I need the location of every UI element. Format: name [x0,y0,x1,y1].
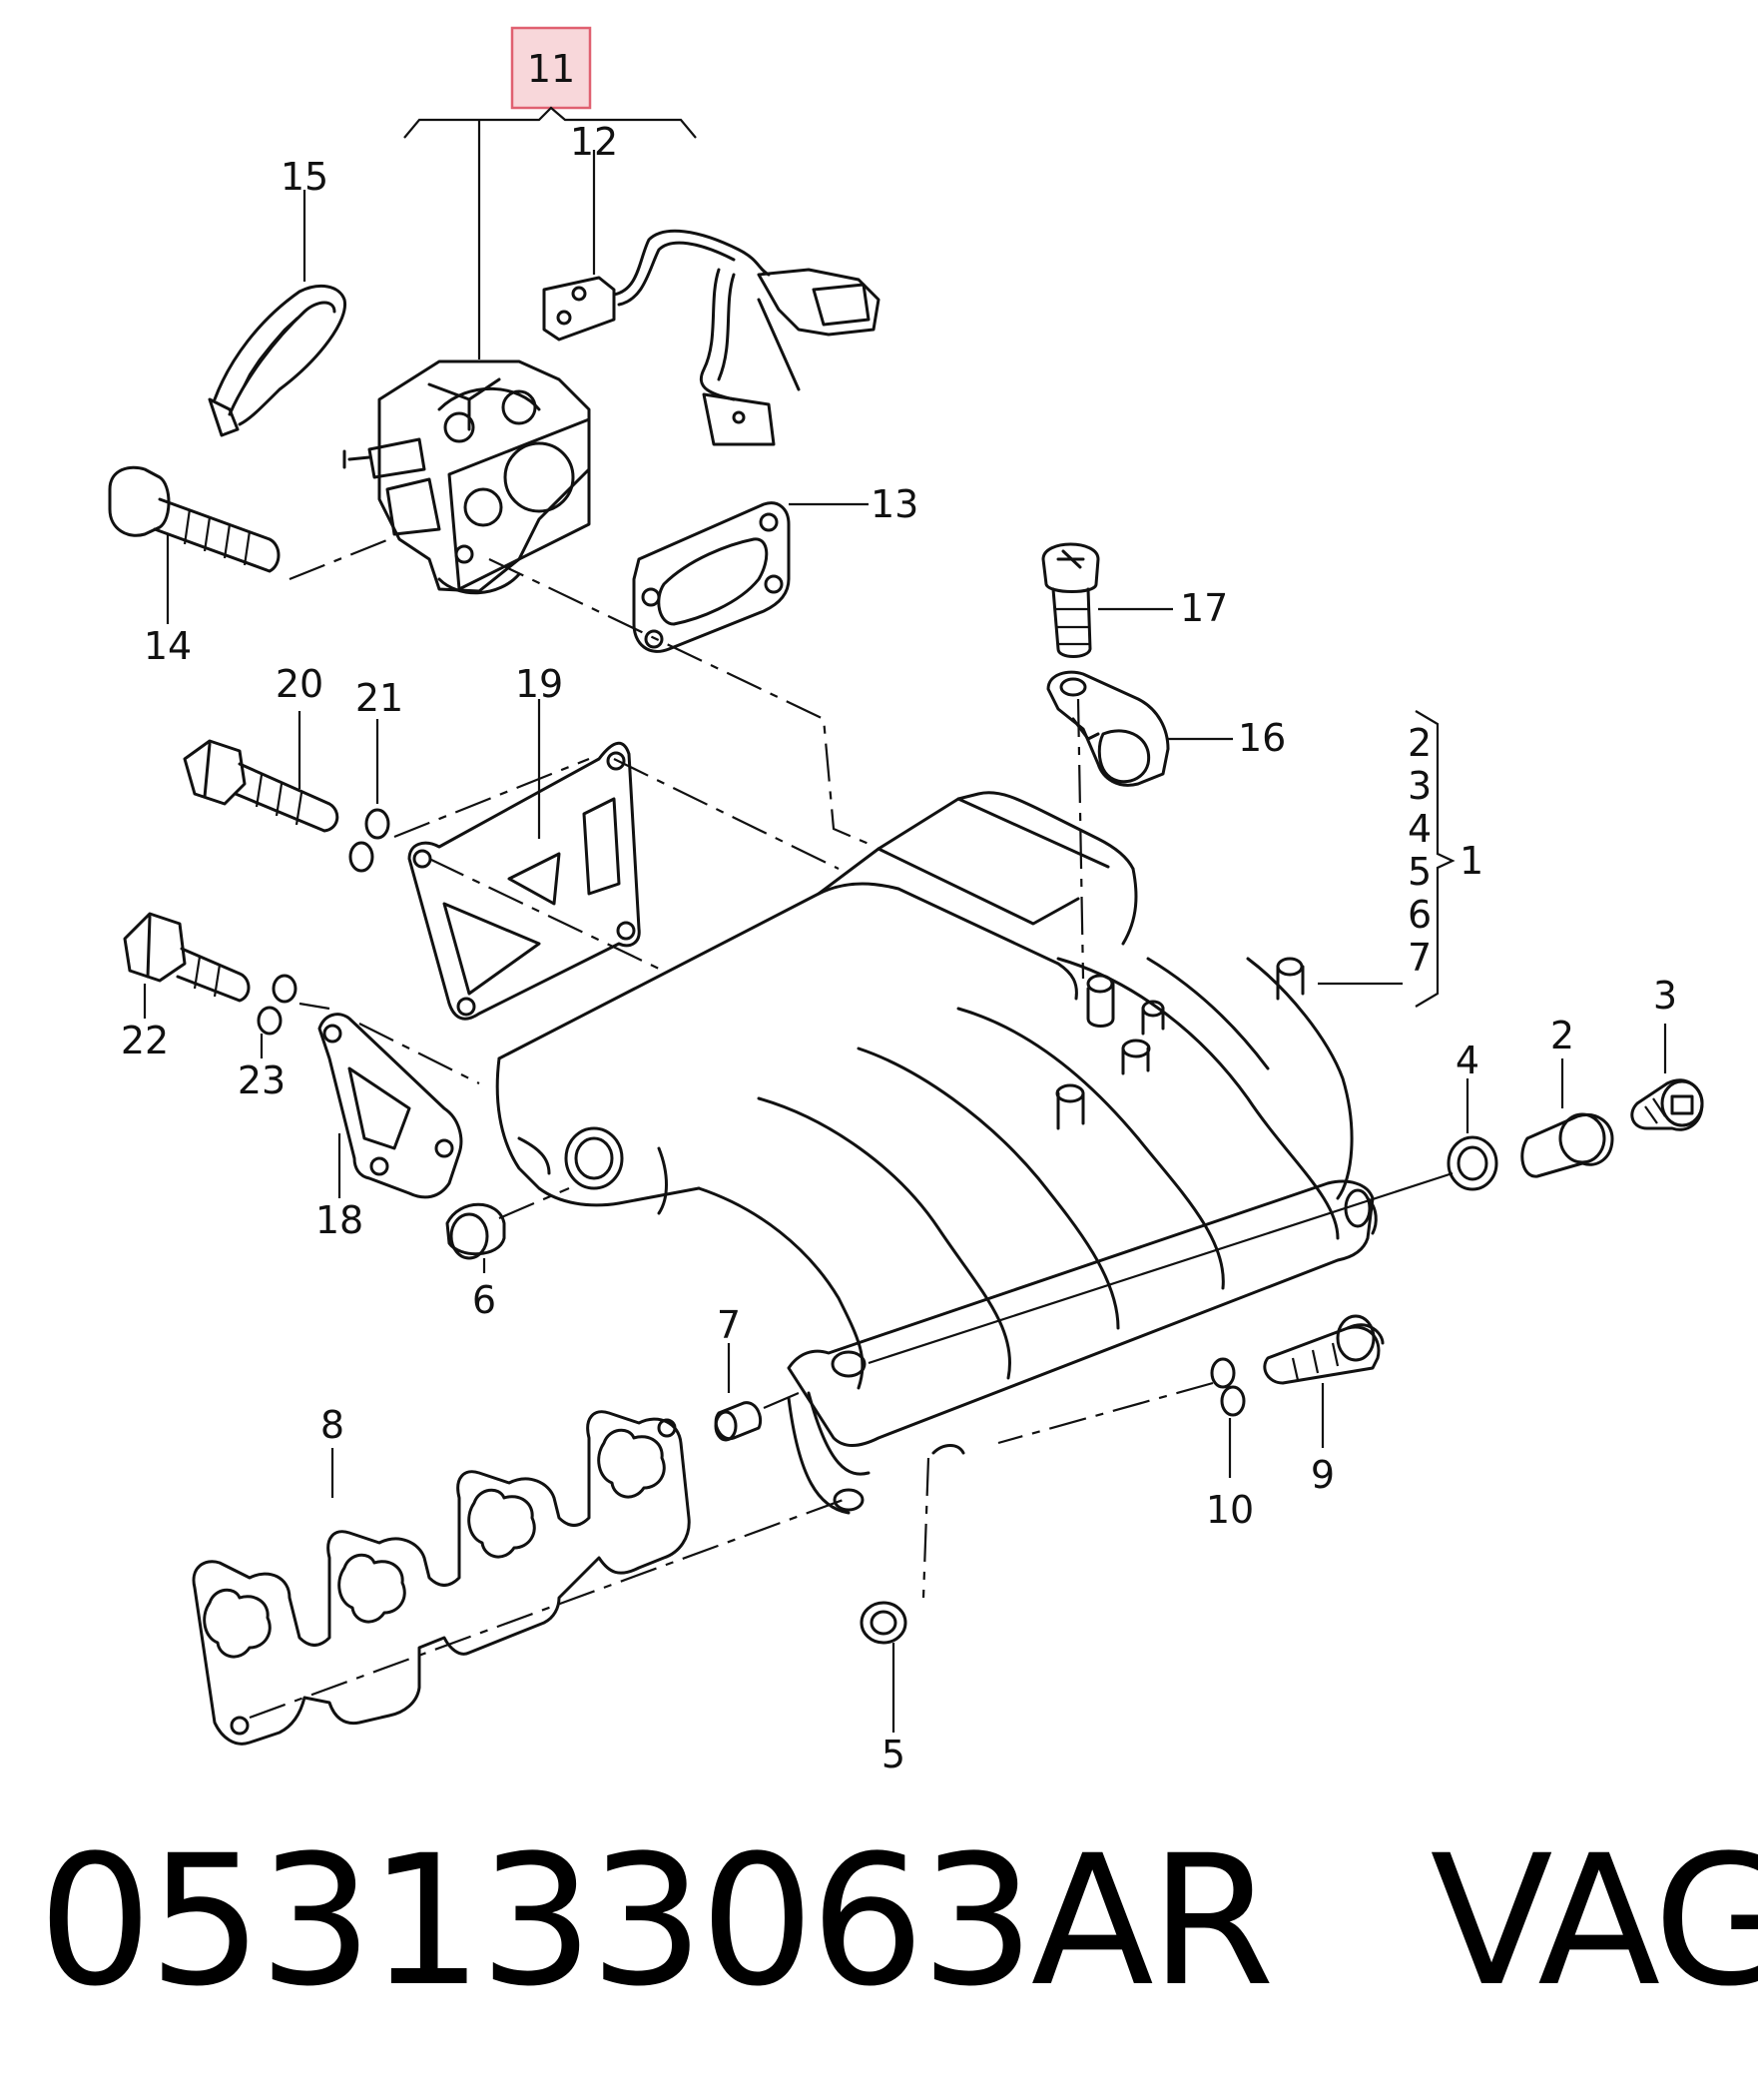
throttle-gasket[interactable] [632,501,791,653]
group-item-7: 7 [1408,936,1432,980]
bolt-14[interactable] [108,465,281,573]
callout-5[interactable]: 5 [881,1733,905,1776]
intake-manifold[interactable] [495,791,1378,1515]
support-plate-18[interactable] [317,1013,463,1199]
bolt-22[interactable] [123,912,251,1003]
sleeve-2[interactable] [1520,1112,1614,1178]
washer-23[interactable] [257,974,297,1036]
callout-10[interactable]: 10 [1206,1488,1254,1532]
bolt-17[interactable] [1041,542,1100,658]
throttle-body[interactable] [342,359,591,595]
callout-15[interactable]: 15 [281,155,328,199]
group-item-3: 3 [1408,764,1432,808]
bolt-9[interactable] [1263,1314,1385,1385]
bushing-7[interactable] [714,1401,763,1442]
callout-14[interactable]: 14 [144,624,192,668]
support-plate-19[interactable] [407,741,641,1021]
group-item-6: 6 [1408,893,1432,937]
plug-6[interactable] [445,1202,506,1260]
support-bracket[interactable] [1046,670,1170,787]
callout-9[interactable]: 9 [1311,1453,1335,1497]
footer-part-number: 053133063AR VAG [38,1832,1758,2012]
callout-8[interactable]: 8 [320,1403,344,1447]
plug-screw-3[interactable] [1630,1078,1704,1131]
callout-11-highlight[interactable] [510,26,592,110]
bolt-20[interactable] [183,739,339,833]
group-item-2: 2 [1408,721,1432,765]
washer-10[interactable] [1210,1357,1246,1417]
callout-2[interactable]: 2 [1550,1014,1574,1057]
exploded-parts-diagram: 11 12 [108,26,1704,1776]
callout-16[interactable]: 16 [1238,716,1286,760]
callout-21[interactable]: 21 [355,676,403,720]
seal-4[interactable] [1447,1135,1498,1191]
callout-19[interactable]: 19 [515,662,563,706]
brand-name: VAG [1430,1817,1758,2026]
callout-4[interactable]: 4 [1456,1039,1479,1082]
washer-21[interactable] [348,808,390,873]
bracket-1 [1415,710,1456,1008]
callout-7[interactable]: 7 [717,1303,741,1347]
part-number: 053133063AR [38,1817,1275,2026]
group-item-5: 5 [1408,850,1432,894]
intake-gasket[interactable] [192,1410,691,1746]
callout-3[interactable]: 3 [1653,974,1677,1018]
callout-12[interactable]: 12 [570,120,618,164]
callout-11[interactable]: 11 [527,47,575,91]
bracket-11 [403,106,697,139]
callout-22[interactable]: 22 [121,1019,169,1062]
callout-1[interactable]: 1 [1460,839,1483,883]
grommet-5[interactable] [860,1601,907,1645]
hose-clamp[interactable] [208,284,347,437]
throttle-sensor-harness[interactable] [542,229,880,446]
callout-18[interactable]: 18 [315,1198,363,1242]
callout-13[interactable]: 13 [871,482,918,526]
group-item-4: 4 [1408,807,1432,851]
callout-20[interactable]: 20 [276,662,323,706]
callout-23[interactable]: 23 [238,1058,286,1102]
callout-17[interactable]: 17 [1180,586,1228,630]
callout-6[interactable]: 6 [472,1278,496,1322]
